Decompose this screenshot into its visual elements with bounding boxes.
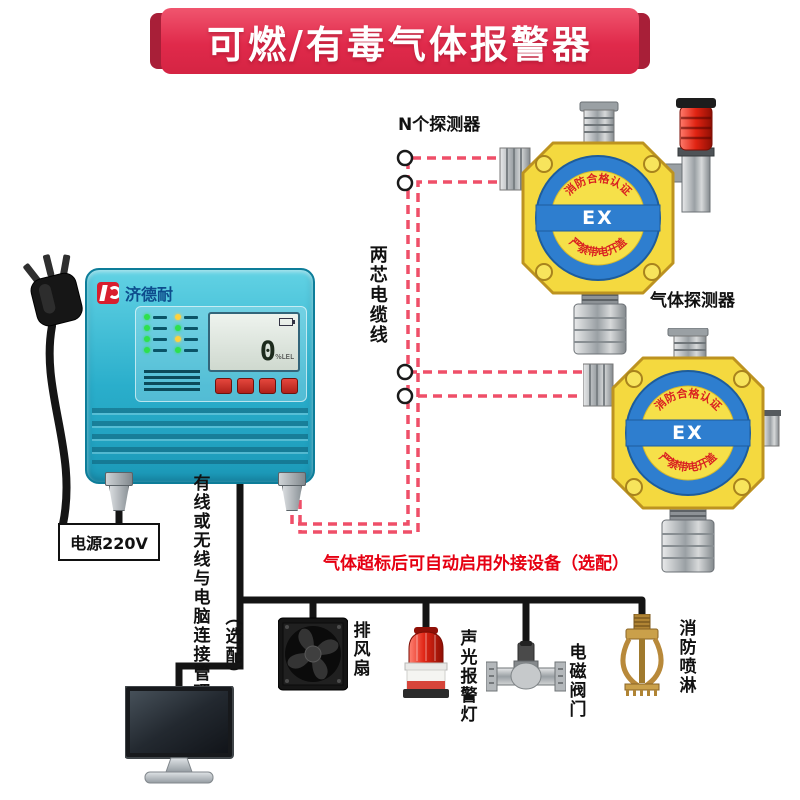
lcd-unit: %LEL [275, 353, 294, 361]
ex-band [535, 204, 661, 232]
detector-top-conduit [579, 101, 619, 147]
battery-icon [279, 318, 295, 326]
power-label: 电源220V [70, 534, 148, 553]
status-led [144, 325, 167, 331]
fire-sprinkler [620, 614, 664, 696]
brand-name: 济德耐 [125, 285, 174, 304]
cable-gland-right [278, 472, 306, 511]
power-cord [45, 322, 71, 528]
label-solenoid-valve: 电磁阀门 [565, 643, 586, 719]
status-led-block [144, 314, 198, 353]
pc-monitor [125, 686, 234, 784]
label-exhaust-fan: 排风扇 [349, 621, 370, 678]
label-gas-detector: 气体探测器 [650, 291, 735, 311]
control-panel: 0 %LEL [135, 306, 307, 402]
brand: 济德耐 [97, 281, 173, 305]
sound-light-alarm [403, 627, 449, 698]
detector-left-conduit [583, 363, 614, 407]
gas-detector-2: 消防合格认证 严禁带电开盖 EX [583, 328, 781, 573]
gas-detector-1: 消防合格认证 严禁带电开盖 EX [499, 98, 716, 355]
lcd-display: 0 %LEL [208, 312, 300, 372]
ex-band [625, 419, 751, 447]
cable-gland-left [105, 472, 133, 511]
status-led [175, 347, 198, 353]
solenoid-valve [486, 641, 566, 692]
brand-logo-icon [97, 282, 119, 304]
page-title: 可燃/有毒气体报警器 [207, 22, 593, 67]
detector-sensor [661, 505, 715, 573]
power-label-box: 电源220V [58, 523, 160, 561]
status-led [175, 325, 198, 331]
panel-buttons [215, 378, 298, 394]
label-pc-link-optional: （选配） [221, 608, 242, 684]
exhaust-fan [278, 617, 348, 691]
status-led [175, 336, 198, 342]
housing-ribs [92, 408, 308, 464]
panel-button [281, 378, 298, 394]
status-led [175, 314, 198, 320]
detector-cables [290, 156, 600, 534]
panel-button [215, 378, 232, 394]
power-plug [23, 254, 83, 327]
signal-wires [115, 472, 646, 706]
label-sound-light-alarm: 声光报警灯 [456, 629, 477, 724]
auto-external-note: 气体超标后可自动启用外接设备（选配） [323, 554, 629, 574]
label-pc-link: 有线或无线与电脑连接管理 [189, 474, 210, 702]
ex-label: EX [672, 422, 704, 444]
alarm-controller: 济德耐 0 %LEL [85, 268, 315, 484]
status-led [144, 314, 167, 320]
status-led [144, 347, 167, 353]
label-n-detectors: N个探测器 [398, 115, 481, 135]
page-title-banner: 可燃/有毒气体报警器 [161, 8, 639, 74]
detector-bolts [625, 370, 751, 496]
ex-label: EX [582, 207, 614, 229]
label-two-core-cable: 两芯电缆线 [366, 245, 388, 345]
speaker-grille [144, 370, 200, 394]
status-led [144, 336, 167, 342]
cable-terminal-rings [396, 149, 414, 405]
label-fire-sprinkler: 消防喷淋 [675, 619, 696, 695]
lcd-value: 0 [259, 336, 276, 367]
panel-button [259, 378, 276, 394]
panel-button [237, 378, 254, 394]
detector-bolts [535, 155, 661, 281]
